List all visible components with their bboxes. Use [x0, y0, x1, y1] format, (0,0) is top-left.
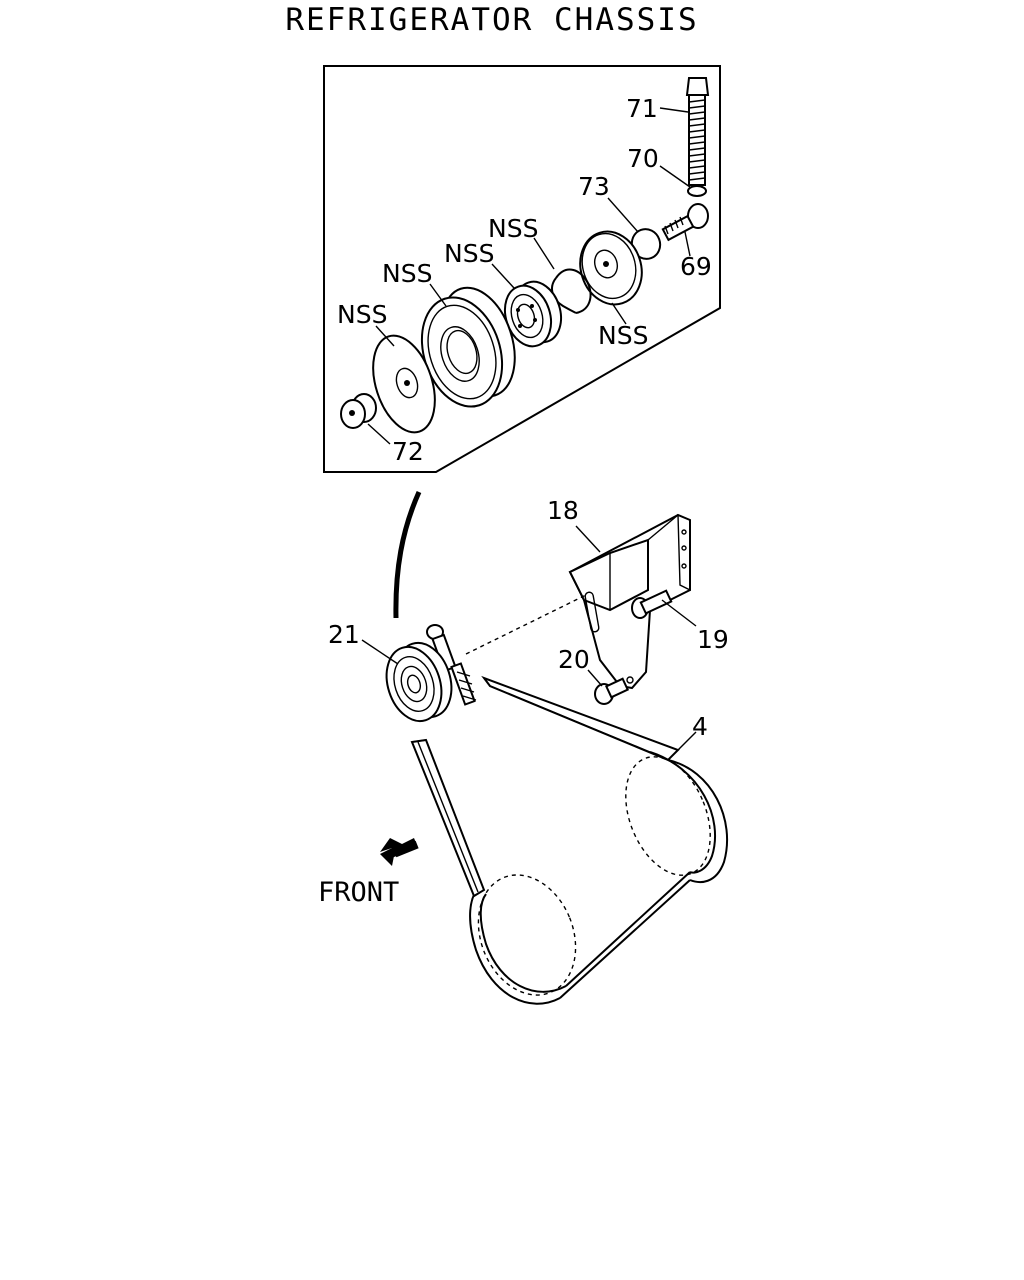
leader-69: [684, 231, 691, 257]
label-69: 69: [680, 252, 712, 281]
label-nss-pulley: NSS: [382, 259, 432, 288]
diagram-title: REFRIGERATOR CHASSIS: [285, 2, 699, 38]
label-70: 70: [627, 144, 659, 173]
detail-callout-arc: [393, 490, 422, 619]
leader-4: [675, 731, 697, 753]
label-72: 72: [392, 437, 424, 466]
bolt-19: [631, 589, 673, 619]
pulley-face-plate: [579, 230, 643, 306]
front-label: FRONT: [318, 877, 399, 908]
label-nss-bearing: NSS: [444, 239, 494, 268]
label-73: 73: [578, 172, 610, 201]
snap-ring: [551, 277, 577, 314]
leader-20: [587, 669, 603, 687]
detail-inset-frame: [323, 65, 721, 473]
leader-72: [367, 423, 391, 445]
bolt-69: [661, 203, 709, 242]
leader-nss-bearing: [491, 263, 515, 289]
label-18: 18: [547, 496, 579, 525]
label-19: 19: [697, 625, 729, 654]
bolt-71: [685, 77, 710, 186]
alignment-line: [465, 593, 589, 655]
snap-ring-back: [555, 268, 592, 314]
leader-70: [659, 165, 691, 188]
label-71: 71: [626, 94, 658, 123]
leader-18: [575, 525, 601, 553]
leader-73: [607, 197, 639, 233]
idler-pulley-21: [385, 641, 453, 723]
pulley-wheel: [420, 286, 516, 408]
label-nss-cover: NSS: [337, 300, 387, 329]
label-nss-ring: NSS: [488, 214, 538, 243]
nut-72: [340, 393, 377, 429]
label-4: 4: [692, 712, 708, 741]
leader-21: [361, 639, 399, 665]
front-arrow-icon: [380, 838, 419, 866]
bolt-20: [594, 677, 630, 705]
bracket-18: [568, 513, 691, 690]
drive-belt-4: [410, 675, 729, 1005]
leader-71: [659, 107, 689, 113]
label-20: 20: [558, 645, 590, 674]
washer-70: [687, 185, 707, 197]
pulley-cover-disc: [372, 334, 436, 434]
bearing: [503, 280, 563, 348]
leader-nss-plate: [611, 302, 627, 325]
leader-19: [661, 599, 697, 627]
leader-nss-ring: [533, 237, 555, 270]
leader-nss-cover: [375, 325, 395, 347]
label-nss-plate: NSS: [598, 321, 648, 350]
leader-nss-pulley: [429, 283, 447, 307]
label-21: 21: [328, 620, 360, 649]
